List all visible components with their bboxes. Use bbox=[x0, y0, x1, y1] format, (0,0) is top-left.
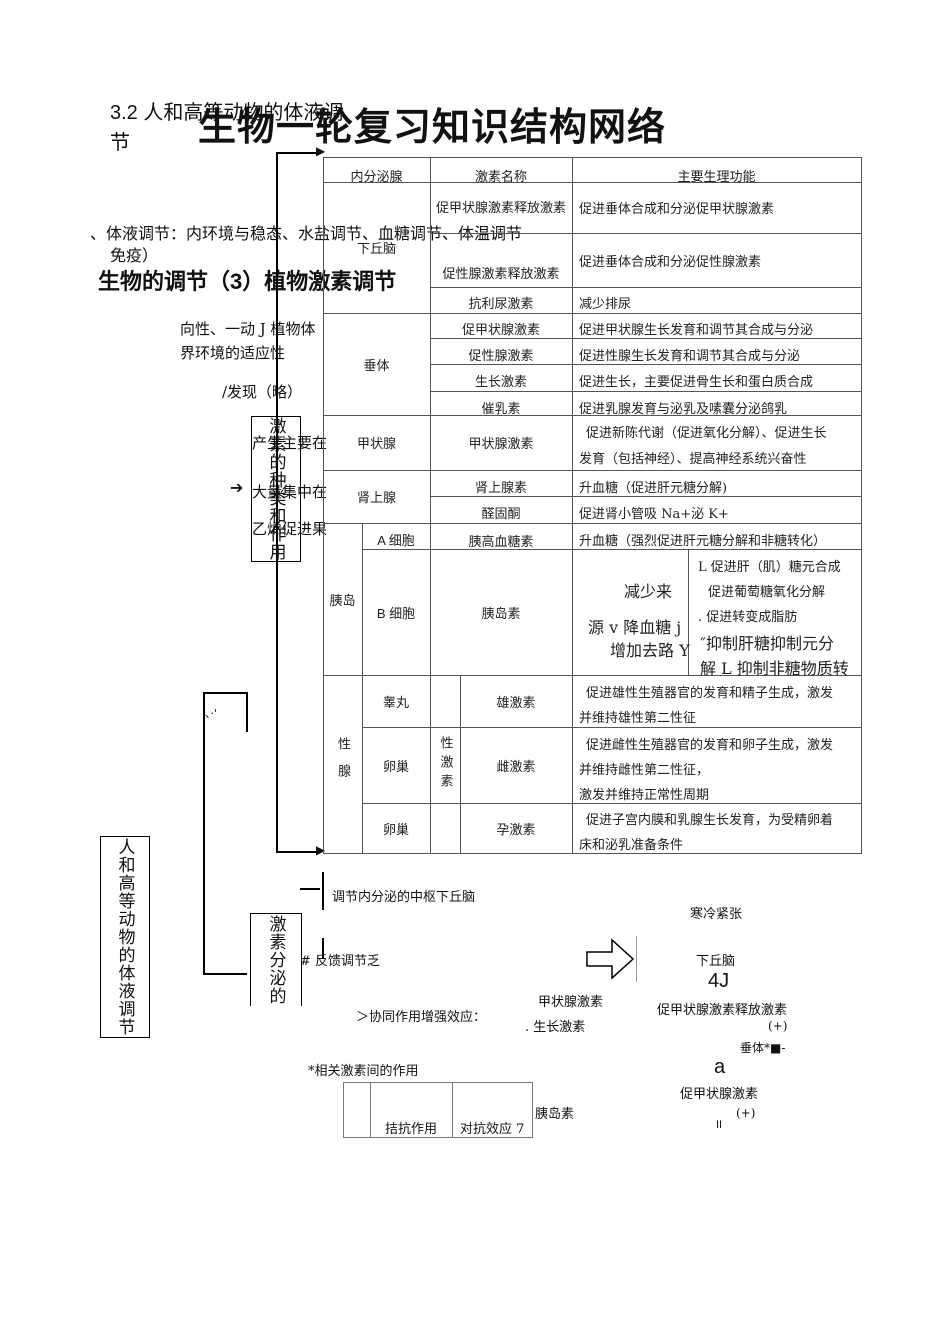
plant-note-1: 向性、一动 J 植物体 bbox=[180, 320, 316, 338]
fd-pituitary: 垂体*■- bbox=[740, 1041, 786, 1055]
plant-note-6: 乙烯促进果 bbox=[252, 520, 328, 538]
hormone-cell: 雌激素 bbox=[496, 759, 536, 775]
insulin-effect: . 促进转变成脂肪 bbox=[698, 610, 798, 625]
antagonism-label: 拮抗作用 bbox=[385, 1122, 438, 1137]
function-cell: 并维持雌性第二性征， bbox=[579, 762, 710, 778]
function-cell: 床和泌乳准备条件 bbox=[579, 837, 684, 853]
col-header-function: 主要生理功能 bbox=[677, 169, 756, 185]
fd-plus: (+) bbox=[768, 1019, 788, 1033]
arrowhead-icon: ▶ bbox=[316, 843, 326, 857]
fd-tsh: 促甲状腺激素 bbox=[680, 1087, 759, 1102]
hormone-cell: 醛固酮 bbox=[481, 506, 521, 522]
main-topic-box: 人和高等动物的体液调节 bbox=[100, 836, 150, 1038]
insulin-effect: L 促进肝（肌）糖元合成 bbox=[698, 560, 841, 575]
function-cell: 升血糖（促进肝元糖分解) bbox=[579, 480, 728, 496]
function-cell: 升血糖（强烈促进肝元糖分解和非糖转化） bbox=[579, 533, 827, 549]
hormone-cell: 抗利尿激素 bbox=[468, 296, 534, 312]
gland-thyroid: 甲状腺 bbox=[356, 437, 396, 452]
function-cell: 促进垂体合成和分泌促性腺激素 bbox=[579, 254, 762, 270]
hormone-cell: 催乳素 bbox=[481, 401, 521, 417]
side-topic-2: 免疫） bbox=[110, 248, 159, 265]
side-topic-1: 、体液调节：内环境与稳态、水盐调节、血糖调节、体温调节 bbox=[90, 226, 523, 243]
synergy-hormone: 甲状腺激素 bbox=[538, 995, 604, 1010]
hormone-secretion-box: 激素分泌的 bbox=[250, 913, 302, 1006]
cold-stress: 寒冷紧张 bbox=[690, 907, 743, 922]
function-cell: 促进雄性生殖器官的发育和精子生成，激发 bbox=[586, 685, 834, 701]
insulin-label: 胰岛素 bbox=[535, 1107, 575, 1122]
function-cell: 促进肾小管吸 Na+泌 K+ bbox=[579, 506, 729, 522]
synergy-label: ＞协同作用增强效应： bbox=[356, 1010, 487, 1025]
insulin-effect: 促进葡萄糖氧化分解 bbox=[708, 585, 826, 600]
organ-cell: 卵巢 bbox=[382, 759, 409, 775]
hormone-cell: 促性腺激素释放激素 bbox=[442, 267, 560, 282]
feedback-label: # 反馈调节乏 bbox=[300, 954, 381, 969]
organ-cell: 睾丸 bbox=[382, 695, 409, 711]
synergy-hormone: . 生长激素 bbox=[525, 1020, 586, 1035]
hormone-cell: 生长激素 bbox=[474, 374, 527, 390]
sex-hormone-group: 性激素 bbox=[437, 735, 453, 793]
regulation-center: 调节内分泌的中枢下丘脑 bbox=[332, 890, 476, 905]
section-heading: 3.2 人和高等动物的体液调节 bbox=[110, 102, 344, 154]
plant-note-5: 大量集中在 bbox=[252, 483, 328, 501]
fd-arrow-text: 4J bbox=[708, 970, 730, 992]
function-cell: 促进甲状腺生长发育和调节其合成与分泌 bbox=[579, 322, 814, 338]
fd-a: a bbox=[714, 1056, 726, 1078]
hollow-arrow-icon bbox=[586, 938, 635, 980]
hormone-cell: 促性腺激素 bbox=[468, 348, 534, 364]
related-hormones-label: *相关激素间的作用 bbox=[308, 1064, 419, 1079]
hormone-cell: 孕激素 bbox=[496, 822, 536, 838]
plant-note-3: /发现（略） bbox=[222, 383, 303, 401]
fd-plus: (+) bbox=[736, 1106, 756, 1120]
hormone-cell: 胰岛素 bbox=[481, 606, 521, 622]
organ-cell: 卵巢 bbox=[382, 822, 409, 838]
insulin-note: 源 v 降血糖 j bbox=[588, 618, 682, 637]
hormone-cell: 雄激素 bbox=[496, 695, 536, 711]
fd-trh: 促甲状腺激素释放激素 bbox=[657, 1003, 788, 1018]
insulin-note: 增加去路 Y bbox=[610, 641, 690, 660]
function-cell: 促进新陈代谢（促进氧化分解）、促进生长 bbox=[586, 425, 827, 441]
hormone-cell: 甲状腺激素 bbox=[468, 437, 534, 452]
side-topic-3: 生物的调节（3）植物激素调节 bbox=[98, 269, 397, 294]
insulin-effect: 解 L 抑制非糖物质转 bbox=[700, 659, 849, 678]
arrow-right-icon: ➔ bbox=[230, 478, 244, 497]
arrowhead-icon: ▶ bbox=[316, 144, 326, 158]
function-cell: 促进生长，主要促进骨生长和蛋白质合成 bbox=[579, 374, 814, 390]
hormone-cell: 胰高血糖素 bbox=[468, 534, 534, 550]
plant-note-4: 产生主要在 bbox=[252, 434, 328, 452]
gland-adrenal: 肾上腺 bbox=[356, 491, 396, 506]
insulin-effect: ″抑制肝糖抑制元分 bbox=[700, 634, 834, 653]
cell-type: A 细胞 bbox=[377, 532, 415, 548]
page-title: 生物一轮复习知识结构网络 bbox=[198, 105, 667, 149]
function-cell: 促进雌性生殖器官的发育和卵子生成，激发 bbox=[586, 737, 834, 753]
function-cell: 激发并维持正常性周期 bbox=[579, 787, 710, 803]
cell-type: B 细胞 bbox=[376, 605, 416, 621]
col-header-gland: 内分泌腺 bbox=[350, 169, 403, 185]
plant-note-2: 界环境的适应性 bbox=[180, 344, 286, 362]
gland-islet: 胰岛 bbox=[329, 593, 356, 609]
function-cell: 发育（包括神经）、提高神经系统兴奋性 bbox=[579, 451, 807, 467]
function-cell: 促进子宫内膜和乳腺生长发育，为受精卵着 bbox=[586, 812, 834, 828]
col-header-hormone: 激素名称 bbox=[474, 169, 527, 185]
hormone-cell: 促甲状腺激素释放激素 bbox=[435, 200, 566, 216]
function-cell: 并维持雄性第二性征 bbox=[579, 710, 697, 726]
function-cell: 促进乳腺发育与泌乳及嗉囊分泌鸽乳 bbox=[579, 401, 788, 417]
hormone-cell: 促甲状腺激素 bbox=[461, 322, 540, 338]
gland-hypothalamus: 下丘脑 bbox=[356, 242, 396, 257]
arrow-mark: 、·' bbox=[205, 707, 218, 720]
fd-mark: II bbox=[716, 1119, 723, 1131]
gland-gonad: 性腺 bbox=[335, 737, 350, 791]
fd-hypothalamus: 下丘脑 bbox=[696, 954, 736, 969]
hormone-cell: 肾上腺素 bbox=[474, 480, 527, 496]
hormone-types-box: 激素的种类和作用 bbox=[251, 416, 301, 562]
insulin-note: 减少来 bbox=[624, 582, 673, 601]
function-cell: 促进性腺生长发育和调节其合成与分泌 bbox=[579, 348, 801, 364]
gland-pituitary: 垂体 bbox=[363, 358, 390, 374]
function-cell: 减少排尿 bbox=[579, 296, 632, 312]
antagonism-effect: 对抗效应 7 bbox=[460, 1122, 525, 1137]
function-cell: 促进垂体合成和分泌促甲状腺激素 bbox=[579, 202, 775, 217]
